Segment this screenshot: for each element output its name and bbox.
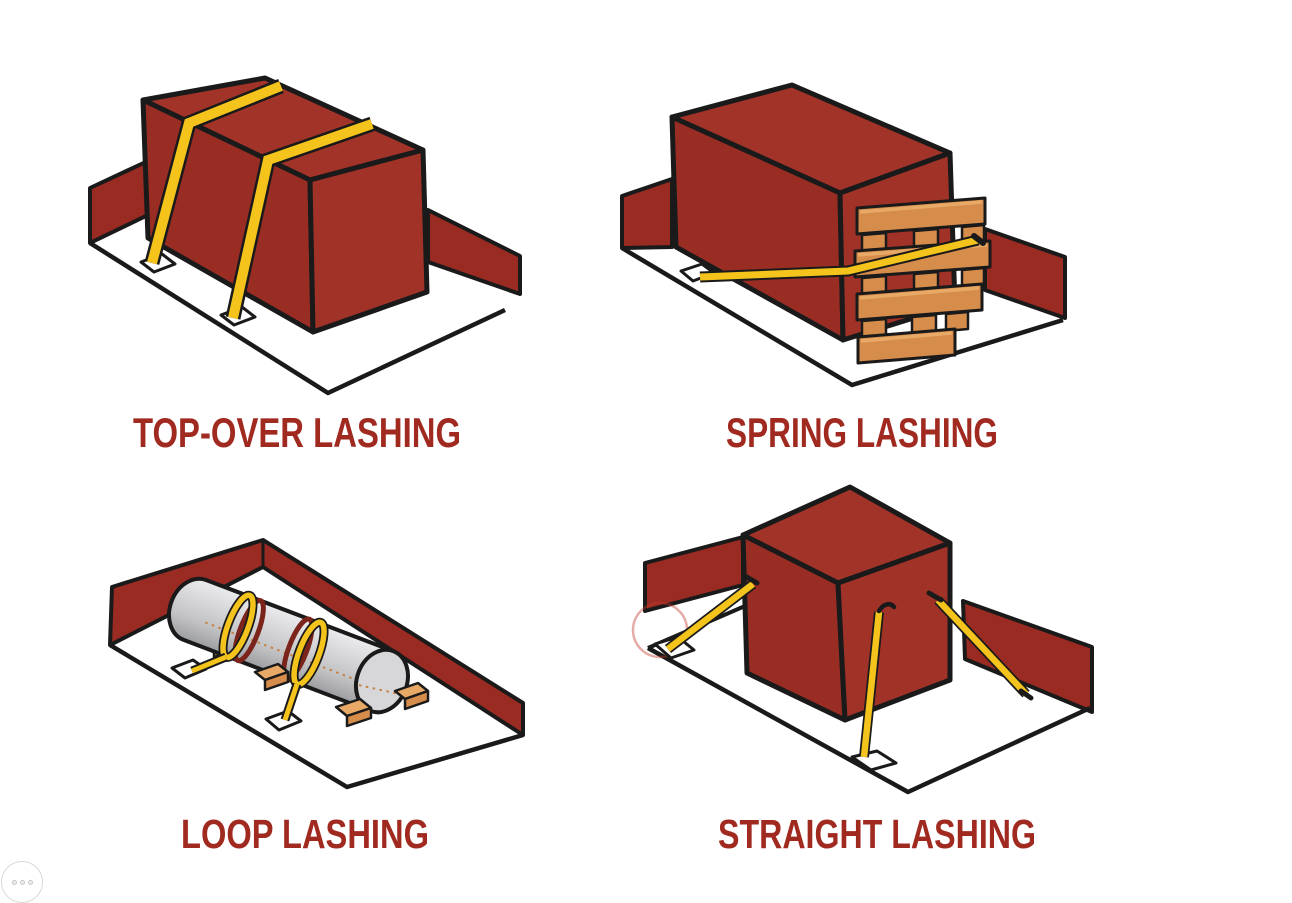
cylinder-tank xyxy=(167,576,410,715)
panel-straight-lashing: STRAIGHT LASHING xyxy=(631,484,1094,857)
anchor-plate xyxy=(264,709,303,732)
cargo-box-side xyxy=(307,147,430,335)
cylinder-seam xyxy=(204,621,369,686)
panel-top-over-lashing: TOP-OVER LASHING xyxy=(88,75,522,456)
cargo-cube-side xyxy=(835,540,953,723)
ellipsis-icon xyxy=(27,879,33,885)
right-wall-band xyxy=(961,599,1094,714)
wood-chock xyxy=(334,697,373,728)
strap-hook xyxy=(971,233,986,246)
strap-hook xyxy=(742,573,760,586)
strap-hook xyxy=(1018,688,1034,701)
strap-hook xyxy=(876,601,897,614)
panel-label-spring: SPRING LASHING xyxy=(726,409,998,456)
pallet-spacer-block xyxy=(960,266,986,289)
lashing-strap xyxy=(860,611,883,758)
wood-chock xyxy=(393,681,430,711)
ellipsis-icon xyxy=(11,879,17,885)
ellipsis-icon xyxy=(19,879,25,885)
lashing-strap xyxy=(147,81,283,265)
floor-edge xyxy=(88,241,506,396)
floor-edge xyxy=(646,646,1091,795)
pallet-plank xyxy=(855,196,987,236)
lashing-strap xyxy=(666,581,755,652)
loop-strap xyxy=(220,592,256,661)
lashing-strap xyxy=(935,597,1029,697)
left-wall xyxy=(620,177,674,250)
pallet-plank xyxy=(855,282,984,322)
pallet-spacer-block xyxy=(944,310,970,333)
lashing-strap xyxy=(228,119,374,320)
panel-label-straight: STRAIGHT LASHING xyxy=(718,811,1036,857)
lashing-strap xyxy=(699,236,979,281)
panel-spring-lashing: SPRING LASHING xyxy=(620,82,1067,456)
panel-label-loop: LOOP LASHING xyxy=(181,811,429,857)
panel-loop-lashing: LOOP LASHING xyxy=(108,538,525,857)
lashing-strap xyxy=(191,654,227,674)
strap-hook xyxy=(926,590,944,603)
floor-edge xyxy=(108,643,524,790)
loop-strap-maroon-band xyxy=(232,598,266,664)
lashing-strap xyxy=(282,683,300,721)
wood-chock xyxy=(253,662,290,692)
cylinder-body xyxy=(167,576,396,713)
more-options-button[interactable] xyxy=(1,861,43,903)
floor-edge xyxy=(620,246,1064,388)
panel-label-top-over: TOP-OVER LASHING xyxy=(133,409,461,456)
